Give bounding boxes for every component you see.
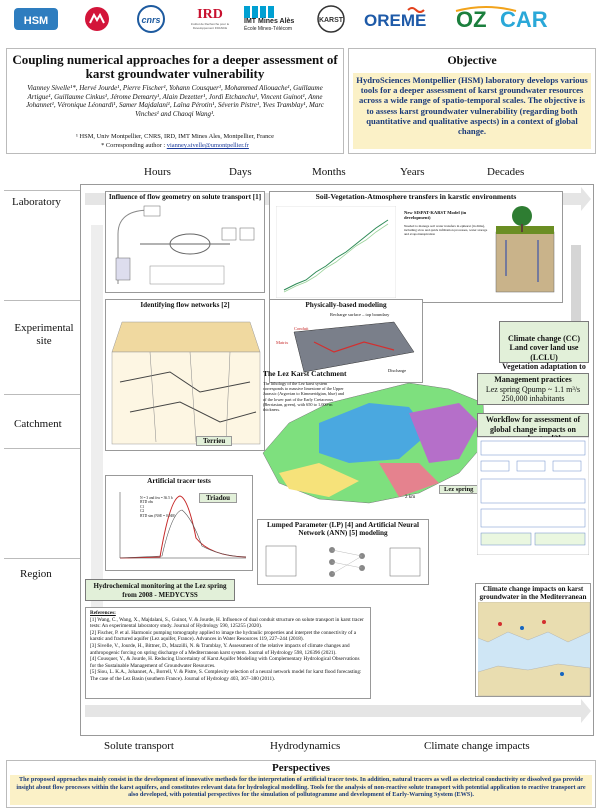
objective-heading: Objective [447,53,497,67]
phys-label-discharge: Discharge [388,368,407,373]
lez-geology-map [262,382,486,504]
lez-spring-label: Lez spring [439,485,479,494]
phys-label-matrix: Matrix [276,340,289,345]
ird-logo: IRD Institut de Recherche pour le Dévelo… [190,7,230,31]
corresponding-email-link[interactable]: vianney.sivelle@umontpellier.fr [166,142,249,149]
lez-title: The Lez Karst Catchment [263,369,347,378]
svg-text:KARST: KARST [319,17,344,24]
affiliation: ¹ HSM, Univ Montpellier, CNRS, IRD, IMT … [76,133,274,140]
divider [4,448,80,449]
svg-text:CAR: CAR [500,7,548,32]
title-panel: Coupling numerical approaches for a deep… [6,48,344,154]
tracer-chart [119,492,247,559]
panel-flow-geometry: Influence of flow geometry on solute tra… [105,191,265,293]
bottom-hydrodynamics: Hydrodynamics [270,740,341,752]
lez-description: The lithology of the Lez karst system co… [263,381,345,413]
sva-model-note: Needed to manage soil water transfers in… [404,224,488,237]
perspectives-text: The proposed approaches mainly consist i… [10,775,592,805]
svg-text:cnrs: cnrs [141,15,160,25]
lab-setup-diagram [115,205,255,285]
bottom-climate-change: Climate change impacts [424,740,530,752]
time-days: Days [229,166,252,178]
time-months: Months [312,166,346,178]
vertical-arrow [91,225,103,615]
objective-panel: Objective HydroSciences Montpellier (HSM… [348,48,596,154]
scale-region: Region [20,568,52,580]
imt-logo: IMT Mines Alès École Mines-Télécom [244,6,314,32]
karst-logo: KARST [316,5,346,33]
sva-chart [276,206,396,298]
perspectives-panel: Perspectives The proposed approaches mai… [6,760,596,808]
divider [4,394,80,395]
scale-bar: 2 km [405,495,416,500]
bottom-solute-transport: Solute transport [104,740,174,752]
svg-text:OREME: OREME [364,11,426,30]
corresponding: * Corresponding author : vianney.sivelle… [101,142,249,149]
terrieu-label: Terrieu [196,436,233,446]
workflow-diagram [477,437,589,555]
panel-lumped-ann: Lumped Parameter (LP) [4] and Artificial… [257,519,429,585]
sva-model-title: New SISPAT-KARST Model (in development) [404,210,467,220]
soil-block-diagram [495,206,555,293]
objective-text: HydroSciences Montpellier (HSM) laborato… [353,73,591,149]
time-decades: Decades [487,166,525,178]
time-hours: Hours [144,166,171,178]
author-list: Vianney Sivelle¹*, Hervé Jourde¹, Pierre… [26,84,324,118]
panel-physical-model: Physically-based modeling Recharge surfa… [269,299,423,383]
oreme-logo: OREME [364,6,430,32]
flow-network-diagram [111,321,261,445]
management-box: Management practices Lez spring Qpump ~ … [477,373,589,405]
poster-title: Coupling numerical approaches for a deep… [12,52,338,81]
scale-catchment: Catchment [14,418,62,430]
divider [4,558,80,559]
svg-text:OZ: OZ [456,7,487,32]
monitoring-box: Hydrochemical monitoring at the Lez spri… [85,579,235,601]
cnrs-logo: cnrs [134,5,168,33]
um-logo [82,6,112,32]
panel-flow-networks: Identifying flow networks [2] Terrieu [105,299,265,451]
ann-diagram [265,545,421,577]
divider [4,190,80,191]
tracer-legend: N = 3 and feu = 36.5 h BTD obs C1 C2 BTD… [140,496,176,518]
references-panel: References: [1] Wang, C., Wang, X., Majd… [85,607,371,699]
mesh-diagram [293,321,415,373]
time-years: Years [400,166,425,178]
main-diagram: Influence of flow geometry on solute tra… [80,184,594,736]
scale-experimental-site: Experimental site [14,322,74,347]
divider [4,300,80,301]
workflow-box: Workflow for assessment of global change… [477,413,589,443]
lez-map: The Lez Karst Catchment The lithology of… [259,363,489,513]
perspectives-heading: Perspectives [271,762,331,774]
phys-label-recharge: Recharge surface – top boundary [330,312,390,317]
climate-change-box: Climate change (CC) Land cover land use … [499,321,589,381]
scale-laboratory: Laboratory [12,196,61,208]
hsm-logo: HSM [14,6,58,32]
ozcar-logo: OZ CAR [452,6,592,32]
panel-tracer-tests: Artificial tracer tests N = 3 and feu = … [105,475,253,571]
phys-label-conduit: Conduit [294,326,309,331]
panel-sva: Soil-Vegetation-Atmosphere transfers in … [269,191,563,303]
triadou-label: Triadou [199,493,237,503]
svg-text:HSM: HSM [24,15,48,27]
panel-cc-map: Climate change impacts on karst groundwa… [475,583,591,697]
mediterranean-map [478,602,590,696]
